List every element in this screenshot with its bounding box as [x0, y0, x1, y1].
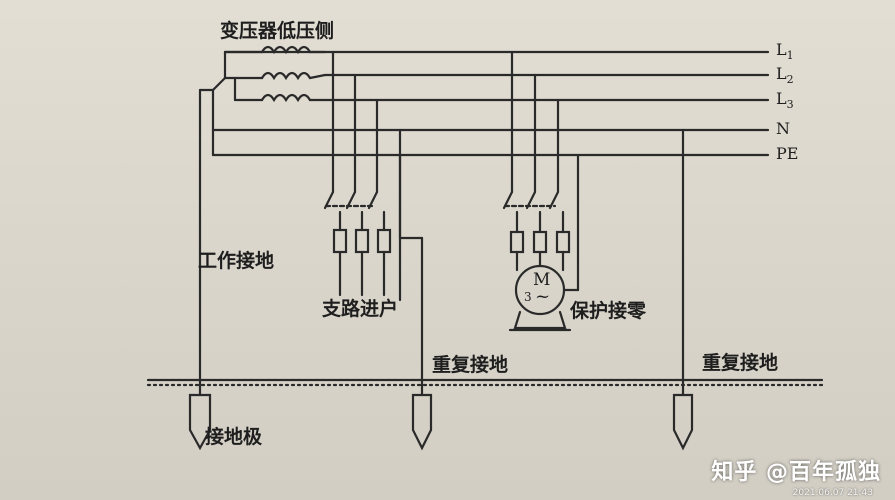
watermark: 知乎 @百年孤独: [711, 460, 881, 485]
label-pe: PE: [776, 144, 799, 163]
motor-circuit: [502, 50, 580, 332]
timestamp: 2021.06.07 21:43: [792, 488, 873, 498]
repeat-ground-label-1: 重复接地: [432, 354, 509, 376]
repeat-ground-label-2: 重复接地: [702, 352, 779, 374]
label-l1: L1: [776, 40, 794, 63]
label-n: N: [776, 119, 790, 138]
motor-letter: M: [533, 270, 551, 290]
ground-electrode-left: [188, 393, 212, 451]
branch-entry-label: 支路进户: [322, 298, 399, 320]
transformer-windings: [198, 45, 327, 397]
label-l3: L3: [776, 89, 794, 112]
transformer-label: 变压器低压侧: [220, 20, 335, 42]
ground-electrode-label: 接地极: [205, 426, 263, 448]
work-ground-label: 工作接地: [198, 250, 275, 272]
ground-electrode-right: [672, 393, 694, 451]
protective-zero-label: 保护接零: [570, 300, 647, 322]
branch-entry-circuit: [323, 50, 424, 397]
ground-electrode-middle: [411, 393, 433, 451]
motor-symbol-tilde: ~: [535, 286, 551, 307]
motor-phase: 3: [524, 290, 532, 304]
label-l2: L2: [776, 64, 794, 87]
